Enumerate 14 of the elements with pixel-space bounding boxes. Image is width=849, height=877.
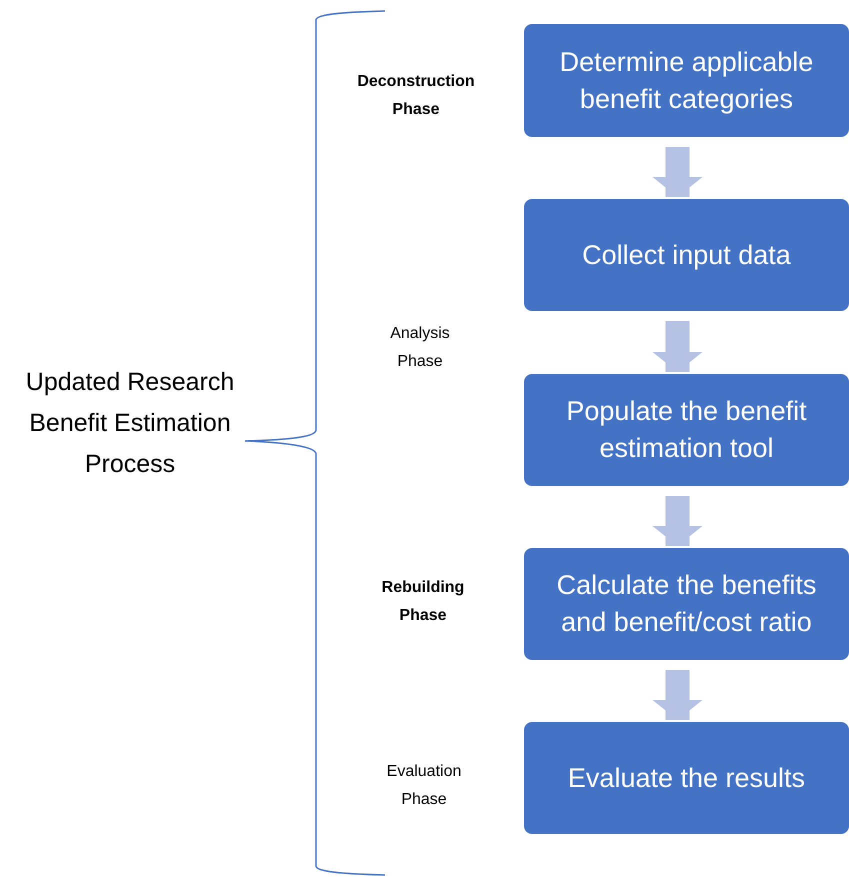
- block-arrow: [652, 321, 702, 372]
- block-arrow: [652, 147, 702, 197]
- phase-label: Deconstruction Phase: [356, 72, 476, 120]
- process-box: Populate the benefit estimation tool: [524, 374, 849, 486]
- process-box: Calculate the benefits and benefit/cost ratio: [524, 548, 849, 660]
- block-arrow: [652, 496, 702, 546]
- process-box: Evaluate the results: [524, 722, 849, 834]
- phase-label: Evaluation Phase: [386, 762, 462, 810]
- process-title: Updated Research Benefit Estimation Process: [24, 367, 236, 480]
- process-box: Collect input data: [524, 199, 849, 311]
- block-arrow: [652, 670, 702, 720]
- process-box: Determine applicable benefit categories: [524, 24, 849, 137]
- phase-label: Rebuilding Phase: [380, 578, 466, 626]
- phase-label: Analysis Phase: [389, 324, 451, 372]
